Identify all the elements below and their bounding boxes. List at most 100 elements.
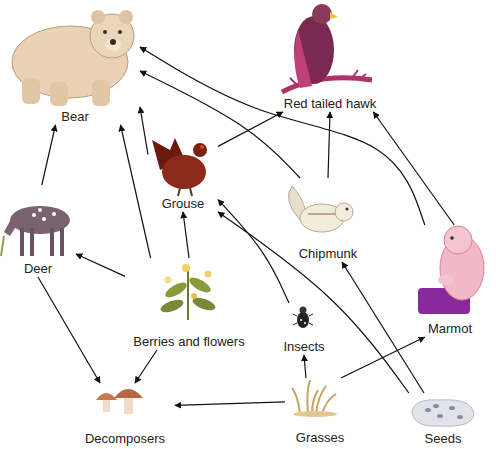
organism-node: Marmot bbox=[408, 225, 492, 337]
insect-figure-part bbox=[300, 307, 307, 314]
deer-figure-part bbox=[60, 228, 64, 256]
deer-figure-part bbox=[4, 214, 20, 236]
mushroom-figure-part bbox=[103, 398, 110, 412]
food-arrow bbox=[183, 212, 189, 258]
grass-figure-part bbox=[293, 411, 337, 417]
bear-figure bbox=[12, 10, 134, 106]
food-arrow bbox=[140, 47, 425, 225]
deer-figure-part bbox=[38, 208, 42, 212]
insect-figure-part bbox=[300, 319, 302, 321]
bear-figure-part bbox=[103, 30, 107, 34]
organism-label: Grouse bbox=[162, 196, 205, 212]
hawk-figure-part bbox=[330, 12, 338, 19]
berries-figure-part bbox=[165, 277, 172, 284]
food-arrow bbox=[38, 277, 100, 383]
berries-figure-part bbox=[159, 297, 185, 315]
insect-figure-part bbox=[297, 312, 309, 328]
food-arrow bbox=[342, 262, 424, 393]
food-arrow bbox=[140, 71, 300, 178]
bear-figure-part bbox=[92, 80, 110, 106]
bear-figure-part bbox=[91, 10, 105, 24]
berries-figure-part bbox=[191, 293, 197, 299]
deer-figure-part bbox=[52, 212, 56, 216]
grouse-figure-part bbox=[193, 143, 207, 157]
berries-figure-part bbox=[182, 264, 190, 272]
marmot-figure-part bbox=[450, 236, 454, 240]
organism-label: Decomposers bbox=[85, 431, 165, 447]
food-arrow bbox=[140, 107, 148, 155]
organism-node: Deer bbox=[0, 185, 76, 277]
bear-figure-part bbox=[119, 10, 133, 24]
organism-label: Grasses bbox=[296, 430, 344, 446]
seeds-figure-part bbox=[449, 406, 455, 410]
seeds-figure bbox=[412, 400, 474, 427]
berries-figure-part bbox=[187, 270, 189, 320]
seeds-figure-part bbox=[425, 408, 431, 412]
organism-label: Bear bbox=[61, 109, 88, 125]
grass-figure bbox=[292, 380, 337, 417]
grouse-figure-part bbox=[200, 145, 204, 149]
deer-figure-part bbox=[1, 236, 4, 256]
food-arrow bbox=[218, 112, 283, 146]
organism-node: Berries and flowers bbox=[125, 258, 253, 350]
berries-figure-part bbox=[205, 271, 212, 278]
seeds-figure-part bbox=[412, 400, 474, 427]
mushroom-figure-part bbox=[124, 396, 133, 414]
organism-node: Bear bbox=[10, 5, 140, 125]
organism-node: Red tailed hawk bbox=[268, 0, 392, 112]
hawk-figure-part bbox=[294, 30, 312, 88]
hawk-figure-part bbox=[312, 4, 332, 24]
food-arrow bbox=[218, 200, 289, 303]
bear-figure-part bbox=[50, 82, 68, 106]
organism-node: Chipmunk bbox=[293, 178, 363, 262]
chipmunk-figure-part bbox=[346, 208, 349, 211]
marmot-figure-part bbox=[444, 226, 472, 254]
berries-figure-part bbox=[187, 275, 213, 296]
mushroom-figure-part bbox=[114, 389, 143, 398]
bear-figure-part bbox=[22, 78, 40, 104]
deer-figure-part bbox=[50, 228, 54, 256]
chipmunk-figure-part bbox=[308, 213, 336, 215]
hawk-figure bbox=[282, 4, 372, 92]
food-arrow bbox=[218, 212, 409, 393]
marmot-figure-part bbox=[438, 275, 454, 285]
bear-figure-part bbox=[118, 30, 122, 34]
food-arrow bbox=[304, 355, 306, 378]
grouse-figure bbox=[152, 138, 207, 196]
deer-figure bbox=[1, 206, 70, 256]
grouse-figure-part bbox=[178, 188, 192, 196]
organism-label: Insects bbox=[283, 339, 324, 355]
organism-node: Decomposers bbox=[75, 383, 175, 447]
organism-label: Seeds bbox=[425, 431, 462, 447]
bear-figure-part bbox=[105, 39, 121, 51]
organism-label: Chipmunk bbox=[299, 246, 358, 262]
grass-figure-part bbox=[292, 380, 336, 414]
food-arrow bbox=[42, 125, 56, 185]
insect-figure bbox=[293, 307, 313, 329]
organism-label: Marmot bbox=[428, 321, 472, 337]
mushroom-figure bbox=[96, 389, 143, 414]
food-arrow bbox=[76, 254, 125, 276]
organism-node: Grouse bbox=[148, 130, 218, 212]
food-arrow bbox=[175, 402, 285, 406]
organism-label: Berries and flowers bbox=[133, 334, 244, 350]
deer-figure-part bbox=[20, 228, 24, 256]
insect-figure-part bbox=[304, 322, 306, 324]
bear-figure-part bbox=[110, 39, 116, 45]
berries-figure bbox=[159, 264, 217, 320]
seeds-figure-part bbox=[457, 415, 463, 419]
deer-figure-part bbox=[32, 213, 36, 217]
marmot-figure bbox=[418, 226, 484, 314]
organism-node: Grasses bbox=[285, 378, 355, 446]
insect-figure-part bbox=[293, 314, 313, 325]
deer-figure-part bbox=[42, 217, 46, 221]
organism-node: Seeds bbox=[405, 393, 481, 447]
chipmunk-figure bbox=[288, 186, 353, 232]
organism-label: Deer bbox=[24, 261, 52, 277]
chipmunk-figure-part bbox=[335, 203, 353, 221]
food-arrow bbox=[328, 112, 330, 178]
deer-figure-part bbox=[30, 228, 34, 256]
